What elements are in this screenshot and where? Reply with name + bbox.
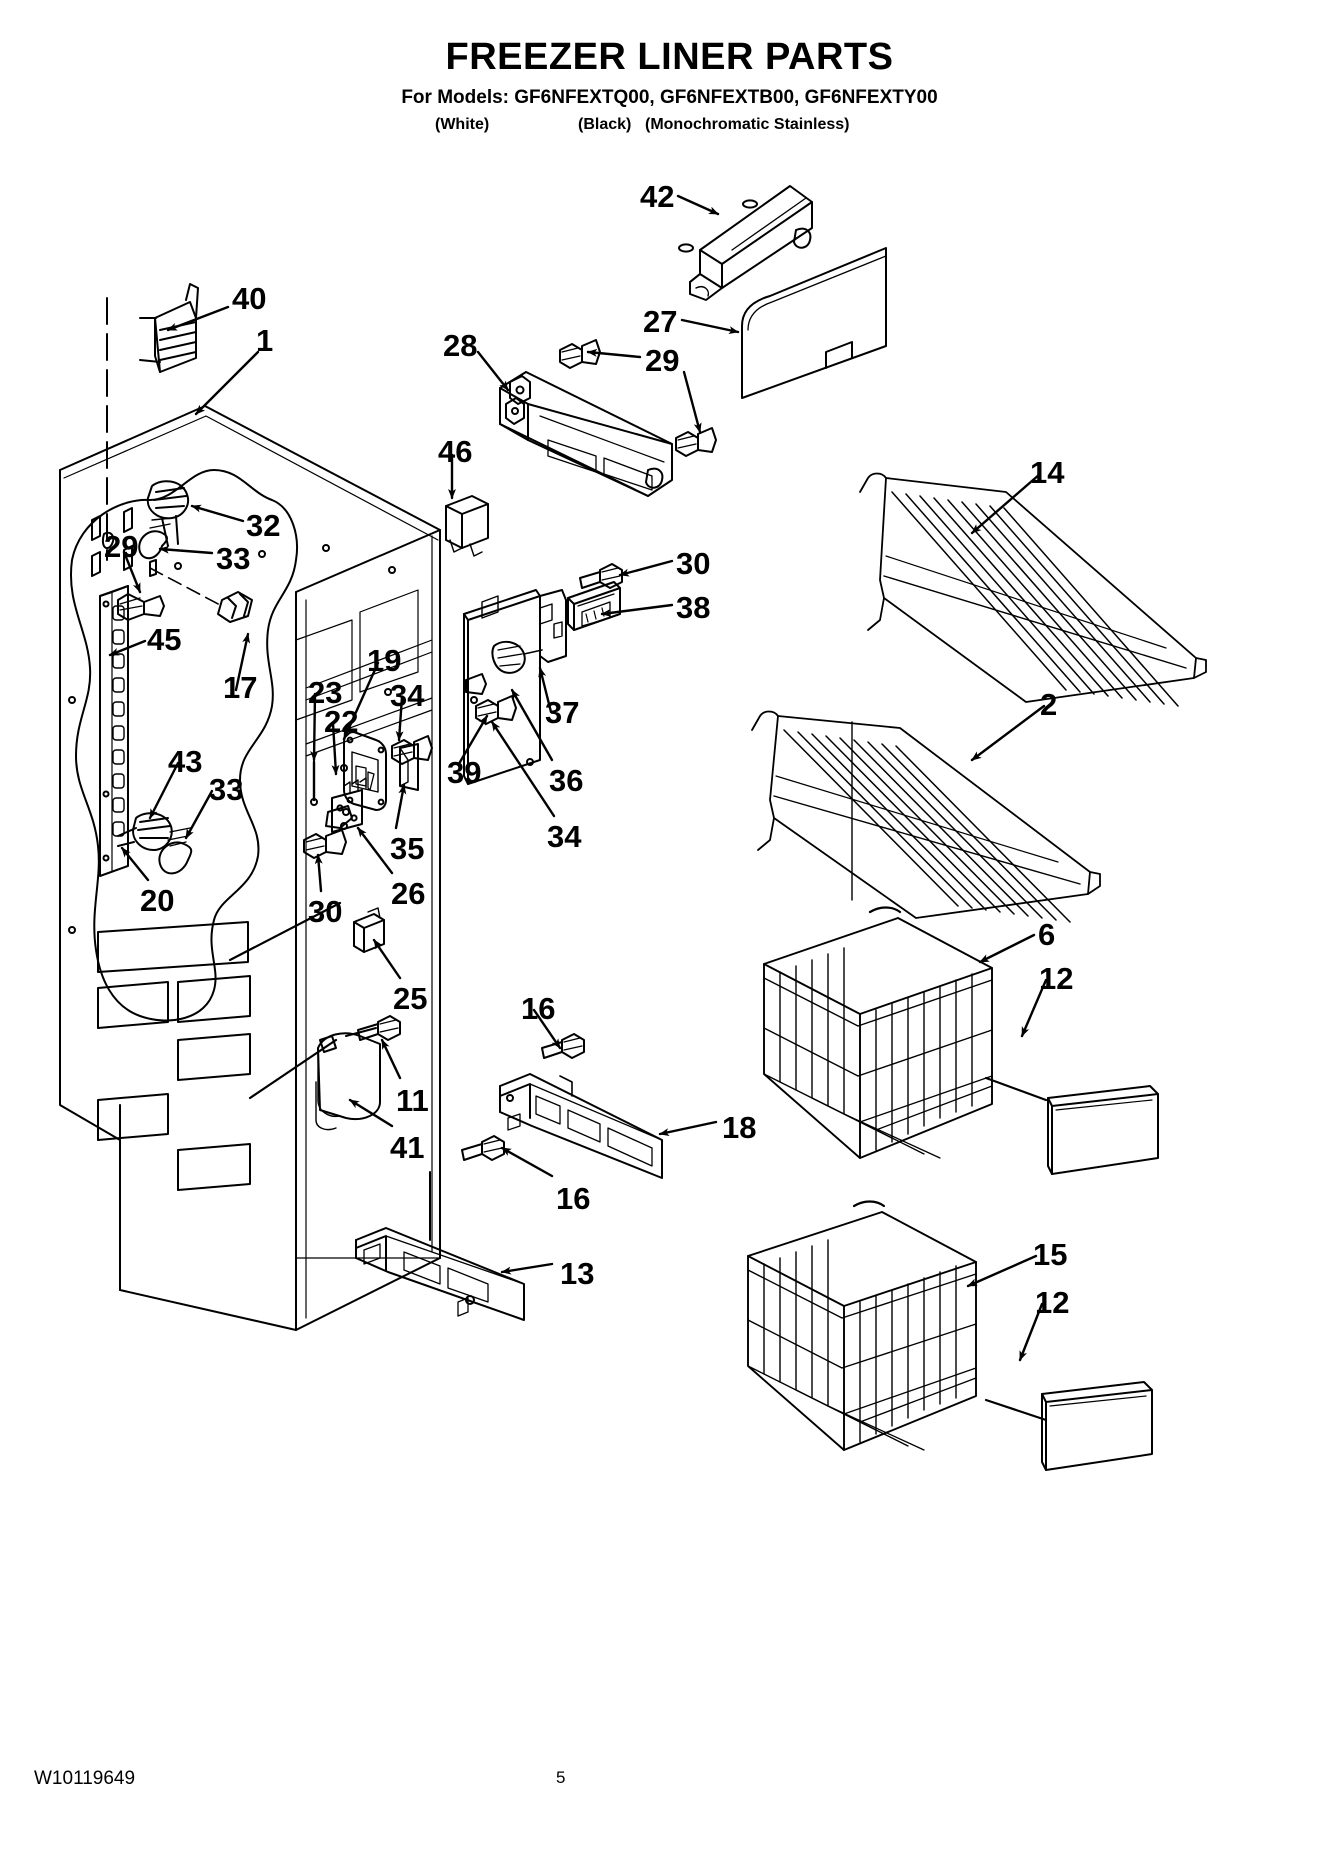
callout-1: 1 [256, 323, 274, 358]
document-part-number: W10119649 [34, 1768, 136, 1789]
part-15-wire-basket-lower [747, 1200, 977, 1451]
part-11-screw [357, 1015, 401, 1041]
callout-14: 14 [1030, 455, 1065, 490]
callout-33: 33 [216, 541, 251, 576]
part-29-mounting-screw-left [117, 593, 165, 621]
part-12-basket-front-panel-upper [1047, 1085, 1159, 1175]
callout-46: 46 [438, 434, 473, 469]
part-38-thermostat-housing [567, 581, 621, 631]
part-16-screw-lower [461, 1135, 505, 1161]
part-2-wire-shelf-lower [751, 710, 1101, 923]
callout-45: 45 [147, 622, 182, 657]
part-36-stud [539, 589, 567, 663]
callout-39: 39 [447, 755, 482, 790]
callout-30: 30 [676, 546, 711, 581]
callout-19: 19 [367, 643, 402, 678]
part-18-slide-rail-assembly [499, 1073, 663, 1179]
leader-lines [108, 194, 1048, 1362]
callout-28: 28 [443, 328, 478, 363]
part-34-screw-lower [475, 695, 517, 725]
part-33-lamp-assembly-upper [138, 517, 173, 560]
finish-stainless: (Monochromatic Stainless) [645, 116, 850, 133]
part-35-cover-cap [399, 743, 419, 791]
part-29-mounting-screw-top-b [675, 427, 717, 457]
callout-41: 41 [390, 1130, 425, 1165]
part-40-harness-connector [106, 283, 199, 561]
callout-12: 12 [1035, 1285, 1070, 1320]
part-32-light-socket [146, 480, 190, 547]
callout-15: 15 [1033, 1237, 1068, 1272]
part-1-freezer-liner-cabinet [59, 405, 441, 1331]
finish-black: (Black) [578, 116, 632, 133]
callout-35: 35 [390, 831, 425, 866]
callout-16: 16 [521, 991, 556, 1026]
callout-42: 42 [640, 179, 675, 214]
callout-40: 40 [232, 281, 267, 316]
title-block: FREEZER LINER PARTS For Models: GF6NFEXT… [0, 0, 1339, 140]
part-27-deflector-panel [741, 247, 887, 399]
callout-29: 29 [104, 529, 139, 564]
callout-43: 43 [168, 744, 203, 779]
part-45-perforated-shelf-rail [99, 585, 129, 877]
callout-6: 6 [1038, 917, 1056, 952]
callout-2: 2 [1040, 687, 1058, 722]
callout-34: 34 [547, 819, 582, 854]
part-30-screw-right [579, 563, 623, 589]
callout-33: 33 [209, 772, 244, 807]
part-14-wire-shelf-upper [859, 472, 1207, 707]
part-23-pin [310, 760, 318, 806]
part-6-wire-basket-upper [763, 906, 993, 1159]
callout-20: 20 [140, 883, 175, 918]
callout-16: 16 [556, 1181, 591, 1216]
part-13-lower-rail-assembly [355, 1171, 525, 1321]
part-42-top-bracket [678, 185, 813, 301]
callout-32: 32 [246, 508, 281, 543]
part-34-screw-upper [391, 735, 433, 765]
callout-27: 27 [643, 304, 678, 339]
part-17-wire-clip [149, 559, 253, 623]
part-46-relay-box [445, 495, 489, 557]
part-19-control-bezel [343, 731, 387, 811]
part-25-terminal-block [353, 907, 385, 953]
callout-23: 23 [308, 675, 343, 710]
model-list: For Models: GF6NFEXTQ00, GF6NFEXTB00, GF… [401, 87, 938, 108]
part-28-air-duct-housing [499, 371, 673, 497]
part-37-mounting-bracket [463, 589, 543, 785]
callout-17: 17 [223, 670, 258, 705]
part-12-basket-front-panel-lower [1041, 1381, 1153, 1471]
callout-18: 18 [722, 1110, 757, 1145]
part-20-light-bulb [158, 827, 193, 875]
finish-white: (White) [435, 116, 490, 133]
part-29-mounting-screw-top-a [559, 339, 601, 369]
page-footer: W10119649 5 [0, 1768, 1339, 1808]
part-11-capacitor [317, 1027, 381, 1120]
callout-38: 38 [676, 590, 711, 625]
callout-34: 34 [390, 678, 425, 713]
callout-13: 13 [560, 1256, 595, 1291]
callout-37: 37 [545, 695, 580, 730]
callout-36: 36 [549, 763, 584, 798]
page-number: 5 [556, 1768, 566, 1787]
part-39-bushing [465, 673, 487, 695]
page-title: FREEZER LINER PARTS [445, 36, 894, 78]
callout-30: 30 [308, 894, 343, 929]
part-16-screw-upper [541, 1033, 585, 1059]
callout-29: 29 [645, 343, 680, 378]
part-30-screw-center [303, 829, 347, 859]
callout-11: 11 [396, 1083, 429, 1118]
callout-22: 22 [324, 704, 359, 739]
callout-25: 25 [393, 981, 428, 1016]
part-43-light-socket-assembly [117, 812, 173, 851]
part-26-switch-bracket [331, 777, 367, 833]
part-41-capacitor-mount [315, 1081, 337, 1131]
callout-26: 26 [391, 876, 426, 911]
finish-legend: (White) (Black) (Monochromatic Stainless… [0, 116, 1339, 140]
callout-12: 12 [1039, 961, 1074, 996]
